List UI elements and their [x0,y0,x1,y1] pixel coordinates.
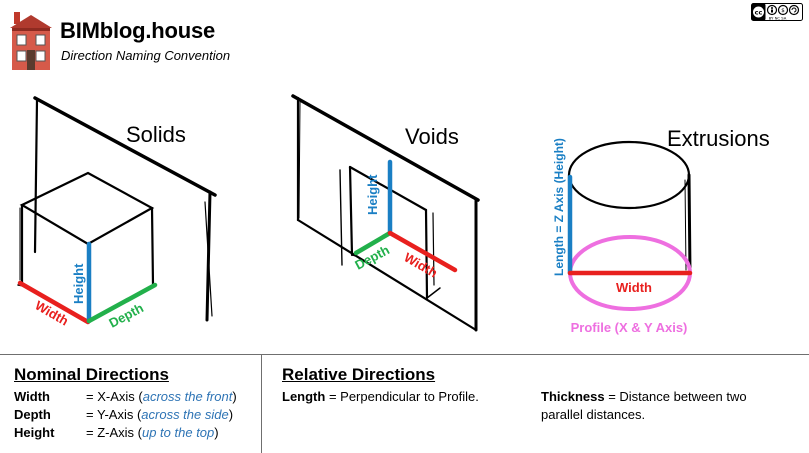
solids-depth-line [86,282,158,324]
nominal-suffix: ) [232,389,237,404]
header: BIMblog.house Direction Naming Conventio… [8,8,338,72]
nominal-note: up to the top [141,425,215,440]
brand-title: BIMblog.house [60,18,216,43]
voids-depth-line [353,230,393,256]
creative-commons-license-icon: cc $ BY NC SA [751,3,803,21]
extrusions-title: Extrusions [667,126,770,151]
relative-thickness-def-line2: parallel distances. [541,407,646,422]
solids-depth-label: Depth [106,300,146,331]
nominal-suffix: ) [228,407,234,422]
nominal-row-width: Width = X-Axis (across the front) [14,389,237,404]
solids-width-line [17,280,91,325]
nominal-term: Height [14,425,55,440]
house-logo-icon [10,12,52,70]
extrusions-diagram [567,140,692,275]
nominal-note: across the side [141,407,229,422]
relative-length-row: Length = Perpendicular to Profile. [282,389,479,404]
nominal-prefix: = X-Axis ( [86,389,143,404]
extrusions-length-label: Length = Z Axis (Height) [552,138,566,276]
extrusions-profile-label: Profile (X & Y Axis) [571,320,688,335]
solids-diagram [17,96,217,322]
nominal-row-depth: Depth = Y-Axis (across the side) [14,407,233,422]
solids-height-label: Height [71,263,86,304]
voids-axes [353,159,458,273]
extrusions-axes [567,174,693,311]
relative-thickness-term: Thickness [541,389,605,404]
svg-text:$: $ [781,8,785,14]
nominal-prefix: = Y-Axis ( [86,407,142,422]
voids-depth-label: Depth [352,242,392,273]
relative-length-def: = Perpendicular to Profile. [325,389,479,404]
voids-width-line [387,230,458,273]
svg-text:BY NC SA: BY NC SA [769,16,787,21]
relative-length-term: Length [282,389,326,404]
section-divider-vertical [261,354,262,453]
solids-axes [17,241,158,325]
nominal-suffix: ) [214,425,219,440]
voids-width-label: Width [402,250,441,281]
direction-diagrams: Solids Height Width Depth Voids Height [0,80,809,350]
relative-directions-heading: Relative Directions [282,365,436,384]
section-divider-horizontal [0,354,809,355]
nominal-term: Width [14,389,50,404]
solids-title: Solids [126,122,186,147]
svg-text:cc: cc [755,9,763,17]
diagram-canvas: Solids Height Width Depth Voids Height [17,94,770,335]
nominal-row-height: Height = Z-Axis (up to the top) [14,425,219,440]
nominal-prefix: = Z-Axis ( [86,425,142,440]
voids-height-label: Height [365,174,380,215]
page-subtitle: Direction Naming Convention [61,48,231,63]
nominal-directions-heading: Nominal Directions [14,365,169,384]
relative-thickness-row: Thickness = Distance between two [541,389,747,404]
extrusions-width-label: Width [616,280,652,295]
nominal-note: across the front [142,389,233,404]
voids-title: Voids [405,124,459,149]
relative-thickness-def: = Distance between two [604,389,747,404]
nominal-term: Depth [14,407,51,422]
